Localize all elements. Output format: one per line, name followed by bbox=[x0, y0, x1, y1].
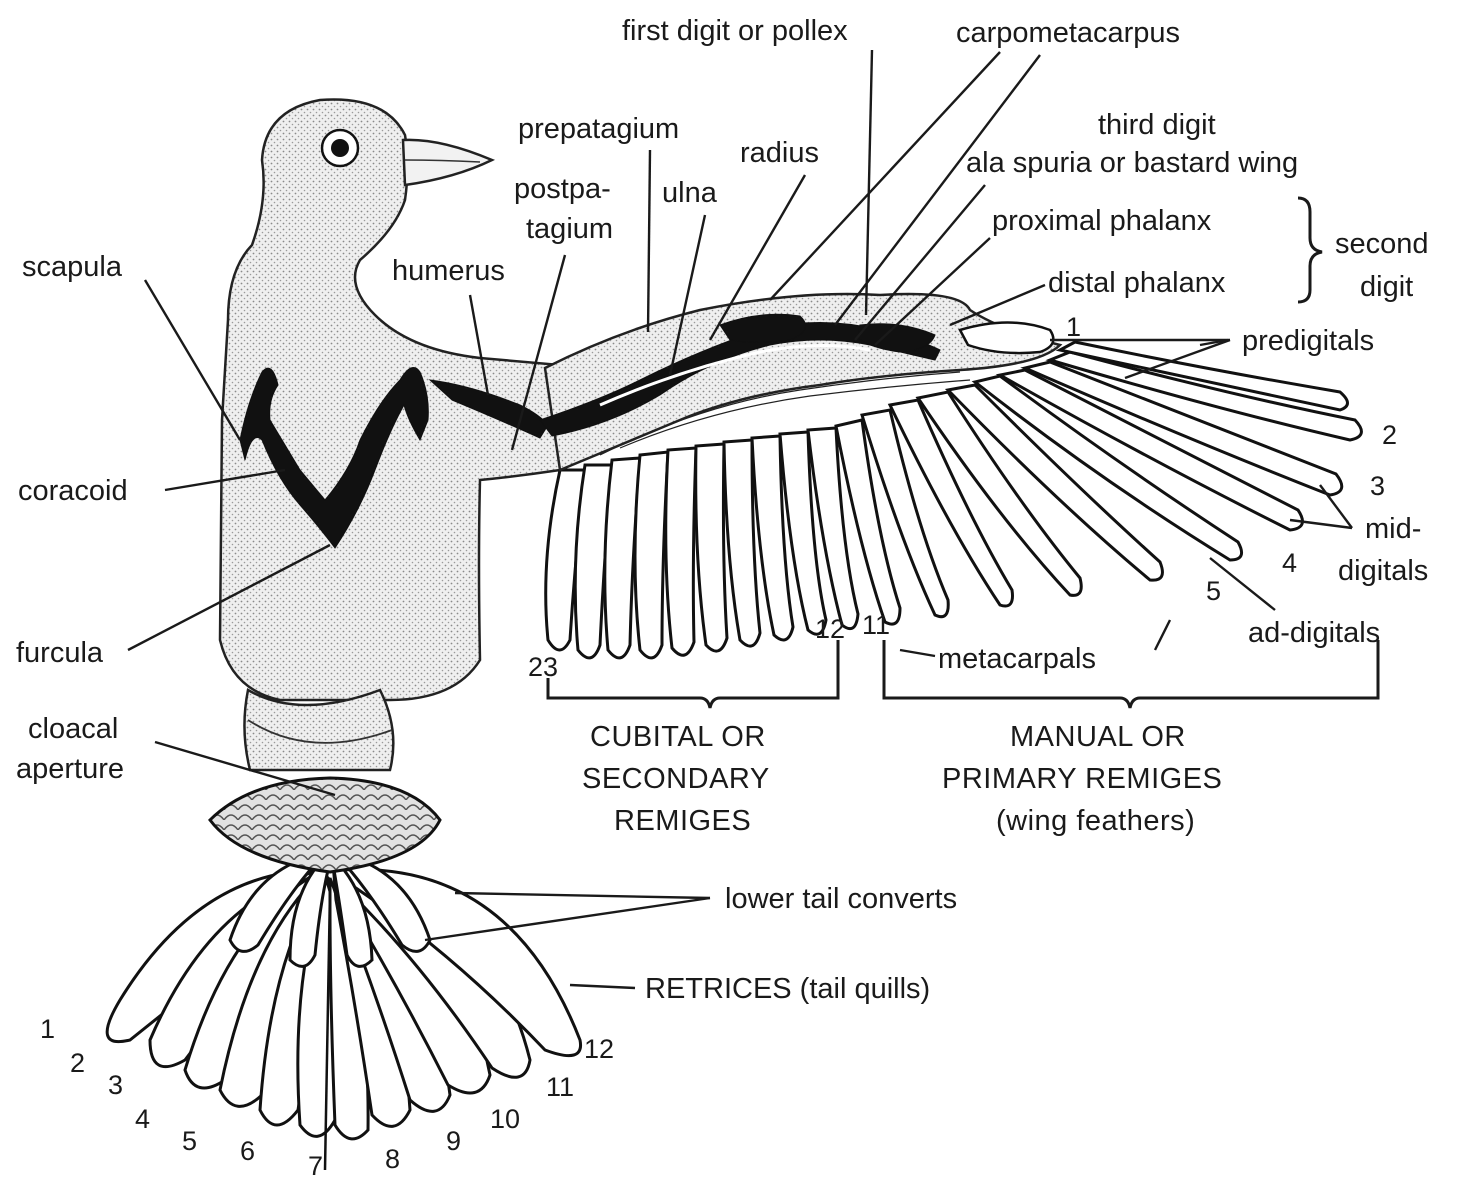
wing-number-2: 2 bbox=[1382, 420, 1397, 450]
label-postpatagium-2: tagium bbox=[526, 213, 613, 245]
label-metacarpals: metacarpals bbox=[938, 643, 1096, 675]
label-ad-digitals: ad-digitals bbox=[1248, 617, 1380, 649]
tail-number-8: 8 bbox=[385, 1144, 400, 1174]
label-retrices: RETRICES (tail quills) bbox=[645, 973, 930, 1005]
wing-number-12: 12 bbox=[815, 614, 845, 644]
wing-number-5: 5 bbox=[1206, 576, 1221, 606]
tail-number-4: 4 bbox=[135, 1104, 150, 1134]
label-lower-tail: lower tail converts bbox=[725, 883, 957, 915]
tail-number-11: 11 bbox=[546, 1072, 574, 1102]
wing-number-11: 11 bbox=[862, 610, 890, 640]
tail-number-2: 2 bbox=[70, 1048, 85, 1078]
wing-number-23: 23 bbox=[528, 652, 558, 682]
label-distal-phalanx: distal phalanx bbox=[1048, 267, 1226, 299]
tail-number-7: 7 bbox=[308, 1151, 323, 1179]
group-cubital-2: SECONDARY bbox=[582, 763, 770, 795]
tail-number-6: 6 bbox=[240, 1136, 255, 1166]
label-carpometacarpus: carpometacarpus bbox=[956, 17, 1180, 49]
wing-number-1: 1 bbox=[1066, 312, 1081, 342]
wing bbox=[540, 294, 1361, 658]
label-ulna: ulna bbox=[662, 177, 718, 209]
label-first-digit: first digit or pollex bbox=[622, 15, 848, 47]
label-proximal-phalanx: proximal phalanx bbox=[992, 205, 1212, 237]
tail-number-1: 1 bbox=[40, 1014, 55, 1044]
label-postpatagium-1: postpa- bbox=[514, 173, 611, 205]
label-cloacal-1: cloacal bbox=[28, 713, 118, 745]
label-prepatagium: prepatagium bbox=[518, 113, 679, 145]
group-cubital-3: REMIGES bbox=[614, 805, 751, 837]
label-predigitals: predigitals bbox=[1242, 325, 1374, 357]
label-cloacal-2: aperture bbox=[16, 753, 124, 785]
label-mid-digitals-1: mid- bbox=[1365, 513, 1421, 545]
group-cubital-1: CUBITAL OR bbox=[590, 721, 766, 753]
label-coracoid: coracoid bbox=[18, 475, 128, 507]
tail-number-3: 3 bbox=[108, 1070, 123, 1100]
wing-number-4: 4 bbox=[1282, 548, 1297, 578]
group-manual-2: PRIMARY REMIGES bbox=[942, 763, 1222, 795]
label-scapula: scapula bbox=[22, 251, 123, 283]
label-third-digit: third digit bbox=[1098, 109, 1216, 141]
tail-number-10: 10 bbox=[490, 1104, 520, 1134]
wing-number-3: 3 bbox=[1370, 471, 1385, 501]
tail-number-9: 9 bbox=[446, 1126, 461, 1156]
group-manual-1: MANUAL OR bbox=[1010, 721, 1186, 753]
tail-number-12: 12 bbox=[584, 1034, 614, 1064]
label-mid-digitals-2: digitals bbox=[1338, 555, 1428, 587]
label-furcula: furcula bbox=[16, 637, 104, 669]
tail-number-5: 5 bbox=[182, 1126, 197, 1156]
label-second-digit-1: second bbox=[1335, 228, 1429, 260]
label-radius: radius bbox=[740, 137, 819, 169]
group-manual-3: (wing feathers) bbox=[996, 805, 1195, 837]
label-humerus: humerus bbox=[392, 255, 505, 287]
label-second-digit-2: digit bbox=[1360, 271, 1413, 303]
label-ala-spuria: ala spuria or bastard wing bbox=[966, 147, 1298, 179]
